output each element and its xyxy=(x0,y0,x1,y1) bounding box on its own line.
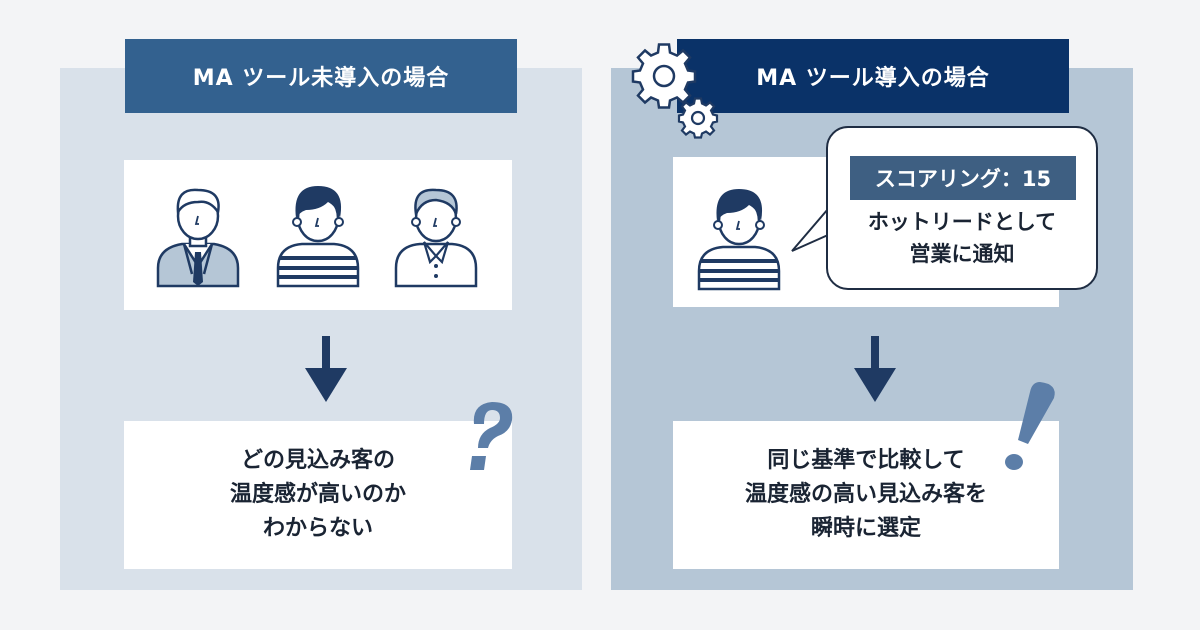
right-result-text: 同じ基準で比較して 温度感の高い見込み客を 瞬時に選定 xyxy=(673,421,1059,569)
right-result-line: 同じ基準で比較して xyxy=(767,448,965,473)
notification-line: ホットリードとして xyxy=(867,210,1057,234)
left-result-line: わからない xyxy=(262,516,373,541)
striped-shirt-person-icon xyxy=(697,189,781,291)
score-label: スコアリング：15 xyxy=(874,167,1052,191)
gears-icon xyxy=(631,43,719,139)
left-header: MA ツール未導入の場合 xyxy=(125,39,517,113)
businessman-icon xyxy=(156,188,240,288)
left-header-title: MA ツール未導入の場合 xyxy=(192,66,450,91)
left-result-text: どの見込み客の 温度感が高いのか わからない xyxy=(124,421,512,569)
down-arrow-icon xyxy=(305,336,347,402)
score-badge: スコアリング：15 xyxy=(850,156,1076,200)
right-result-line: 瞬時に選定 xyxy=(810,516,921,541)
left-result-card: どの見込み客の 温度感が高いのか わからない xyxy=(124,421,512,569)
striped-shirt-person-icon xyxy=(276,186,360,288)
right-header: MA ツール導入の場合 xyxy=(677,39,1069,113)
notification-line: 営業に通知 xyxy=(909,242,1015,266)
right-header-title: MA ツール導入の場合 xyxy=(756,66,990,91)
people-card xyxy=(124,160,512,310)
down-arrow-icon xyxy=(854,336,896,402)
right-result-card: 同じ基準で比較して 温度感の高い見込み客を 瞬時に選定 xyxy=(673,421,1059,569)
left-result-line: どの見込み客の xyxy=(240,448,395,473)
left-result-line: 温度感が高いのか xyxy=(229,482,406,507)
notification-text: ホットリードとして 営業に通知 xyxy=(828,206,1096,270)
right-result-line: 温度感の高い見込み客を xyxy=(744,482,987,507)
exclamation-mark-icon xyxy=(1005,382,1055,470)
speech-bubble: スコアリング：15 ホットリードとして 営業に通知 xyxy=(826,126,1098,290)
question-mark-icon xyxy=(470,402,513,470)
collared-shirt-person-icon xyxy=(394,188,478,288)
speech-bubble-tail xyxy=(791,207,830,252)
